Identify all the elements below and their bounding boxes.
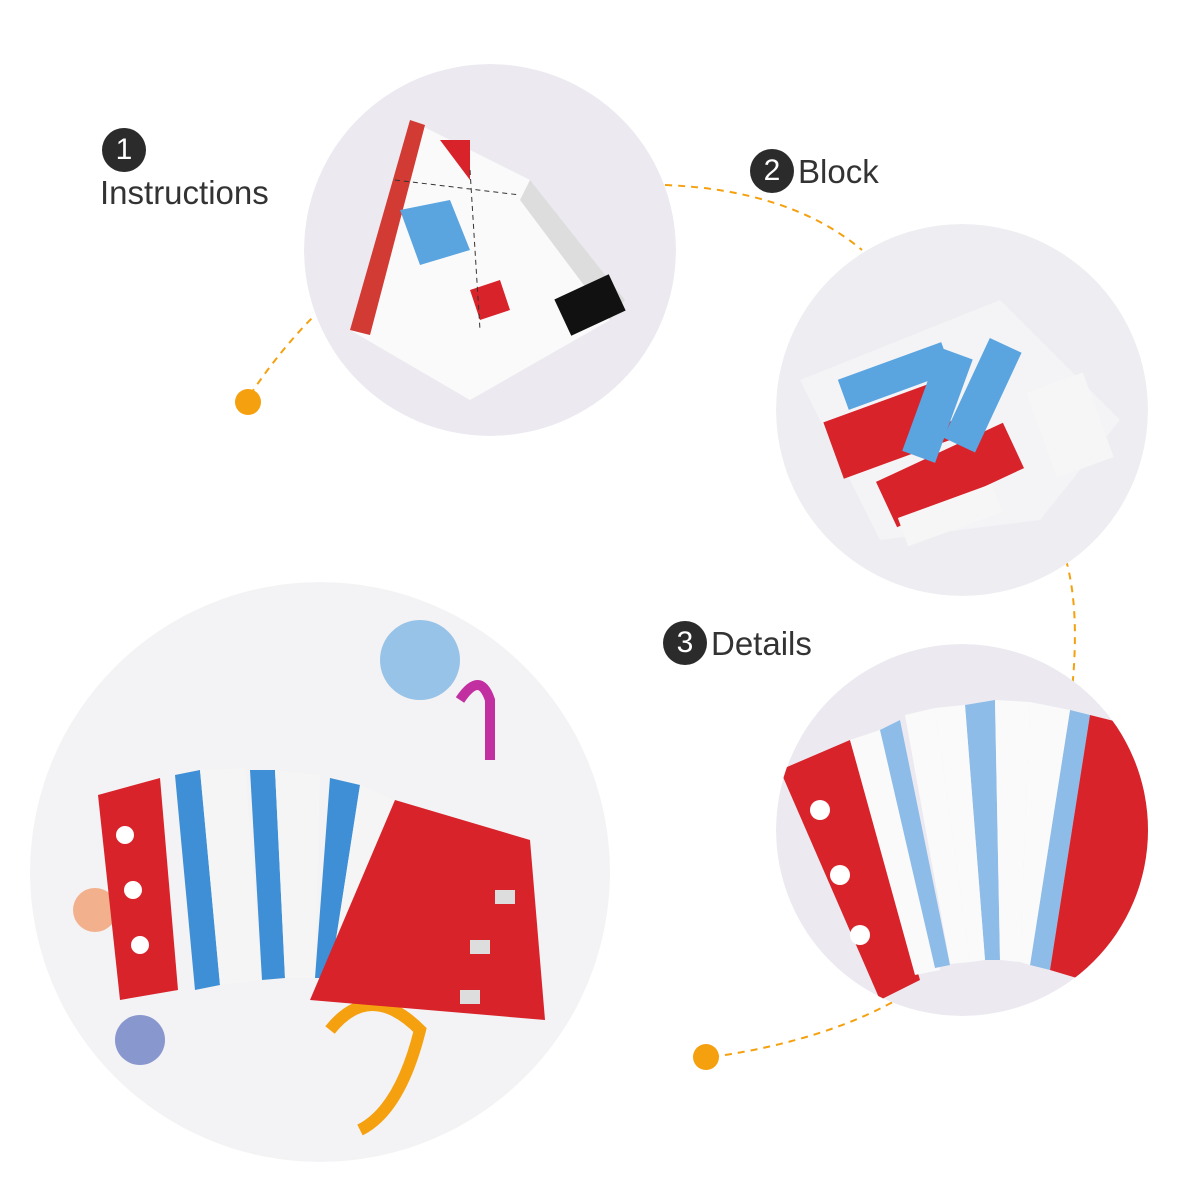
details-photo bbox=[776, 644, 1148, 1016]
step-1-label: Instructions bbox=[100, 174, 269, 211]
step-2-badge: 2 bbox=[750, 149, 794, 193]
step-1-badge: 1 bbox=[102, 128, 146, 172]
step-3-label: Details bbox=[711, 625, 812, 662]
block-bag-photo bbox=[776, 224, 1148, 596]
orange-dot bbox=[235, 389, 261, 415]
step-3-badge: 3 bbox=[663, 621, 707, 665]
instructions-photo bbox=[304, 64, 676, 436]
dashed-connector bbox=[711, 994, 906, 1058]
dashed-connector bbox=[664, 184, 863, 251]
step-2-label: Block bbox=[798, 153, 879, 190]
accordion-photo bbox=[30, 582, 610, 1162]
orange-dot bbox=[693, 1044, 719, 1070]
dashed-connector bbox=[1065, 559, 1076, 691]
dashed-connector bbox=[249, 314, 316, 396]
